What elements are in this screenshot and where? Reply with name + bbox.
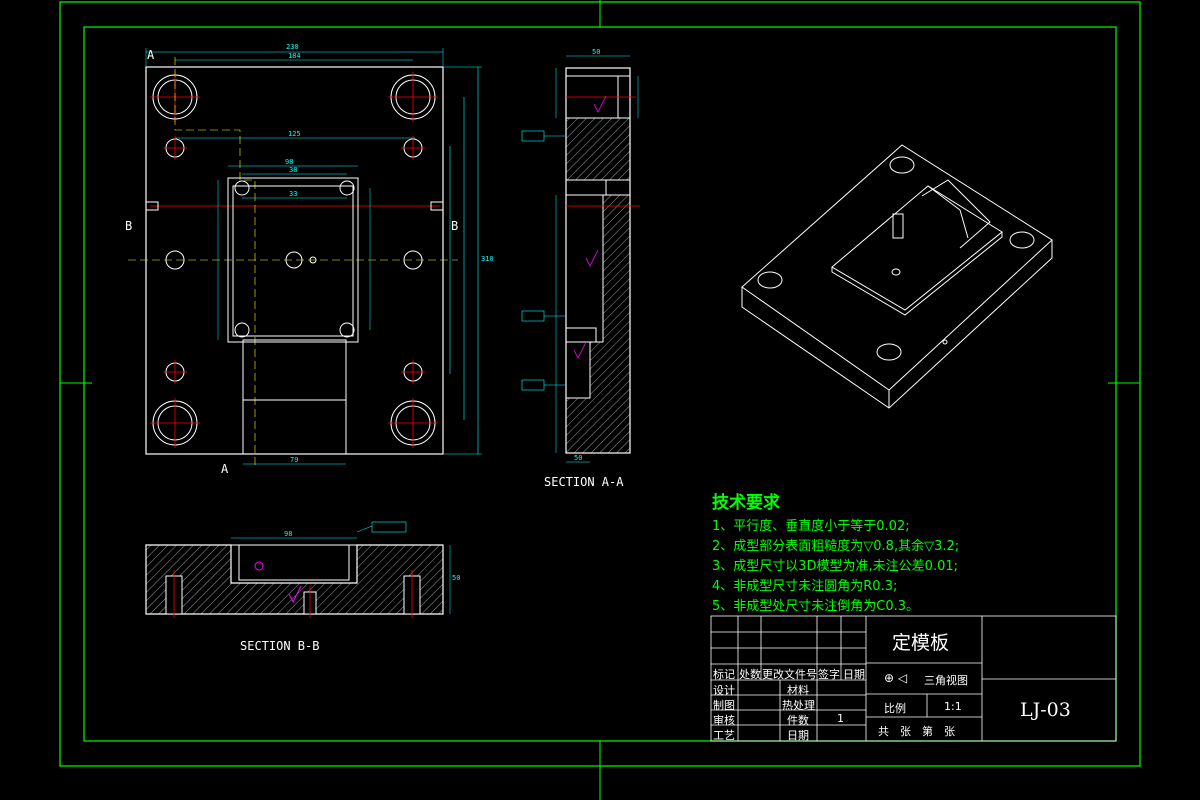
row-design: 设计	[713, 684, 735, 697]
dim-125: 125	[288, 130, 301, 138]
scale-label: 比例	[884, 702, 906, 715]
sheet-count: 共 张 第 张	[878, 725, 955, 738]
dim-side-top-50: 50	[592, 48, 601, 56]
dim-310: 310	[481, 255, 494, 263]
dim-bb-98: 98	[284, 530, 293, 538]
isometric-view	[741, 144, 1053, 409]
dim-33: 33	[289, 190, 298, 198]
material-label: 材料	[787, 684, 809, 697]
projection-label: 三角视图	[924, 674, 968, 687]
quantity-label: 件数	[787, 714, 809, 727]
tech-req-title: 技术要求	[712, 493, 780, 513]
scale-value: 1:1	[944, 700, 962, 713]
section-bb-view	[145, 521, 451, 618]
header-col-count: 处数	[739, 668, 761, 681]
row-process: 工艺	[713, 729, 735, 742]
dim-230: 230	[286, 43, 299, 51]
dim-79: 79	[290, 456, 299, 464]
dim-bb-50: 50	[452, 574, 461, 582]
header-col-mark: 标记	[713, 668, 735, 681]
section-aa-view	[521, 55, 640, 463]
heat-treatment-label: 热处理	[782, 699, 815, 712]
tech-req-item-5: 5、非成型处尺寸未注倒角为C0.3。	[712, 599, 920, 614]
title-block	[710, 615, 1117, 742]
dim-38: 38	[289, 166, 298, 174]
dim-184: 184	[288, 52, 301, 60]
cut-label-b-right: B	[451, 219, 459, 233]
tech-req-item-2: 2、成型部分表面粗糙度为▽0.8,其余▽3.2;	[712, 539, 960, 554]
date-label: 日期	[787, 729, 809, 742]
header-col-change-doc: 更改文件号	[762, 668, 817, 681]
projection-icon: ⊕ ◁	[884, 671, 908, 685]
row-review: 审核	[713, 714, 735, 727]
tech-req-item-3: 3、成型尺寸以3D模型为准,未注公差0.01;	[712, 559, 959, 574]
dim-side-bottom-50: 50	[574, 454, 583, 462]
technical-requirements: 技术要求 1、平行度、垂直度小于等于0.02; 2、成型部分表面粗糙度为▽0.8…	[712, 488, 959, 617]
cut-label-a-bottom: A	[221, 462, 229, 476]
section-bb-title: SECTION B-B	[240, 639, 320, 653]
section-aa-title: SECTION A-A	[544, 475, 624, 489]
cut-label-a-top: A	[147, 48, 155, 62]
tech-req-item-4: 4、非成型尺寸未注圆角为R0.3;	[712, 579, 898, 594]
tech-req-item-1: 1、平行度、垂直度小于等于0.02;	[712, 519, 910, 534]
dim-98-pocket: 98	[285, 158, 294, 166]
quantity-value: 1	[837, 712, 844, 725]
header-col-date: 日期	[843, 668, 865, 681]
part-name: 定模板	[892, 632, 950, 654]
drawing-number: LJ-03	[1020, 699, 1071, 721]
plan-view	[128, 48, 482, 466]
header-col-sign: 签字	[818, 668, 840, 681]
cut-label-b-left: B	[125, 219, 133, 233]
row-draft: 制图	[713, 699, 735, 712]
